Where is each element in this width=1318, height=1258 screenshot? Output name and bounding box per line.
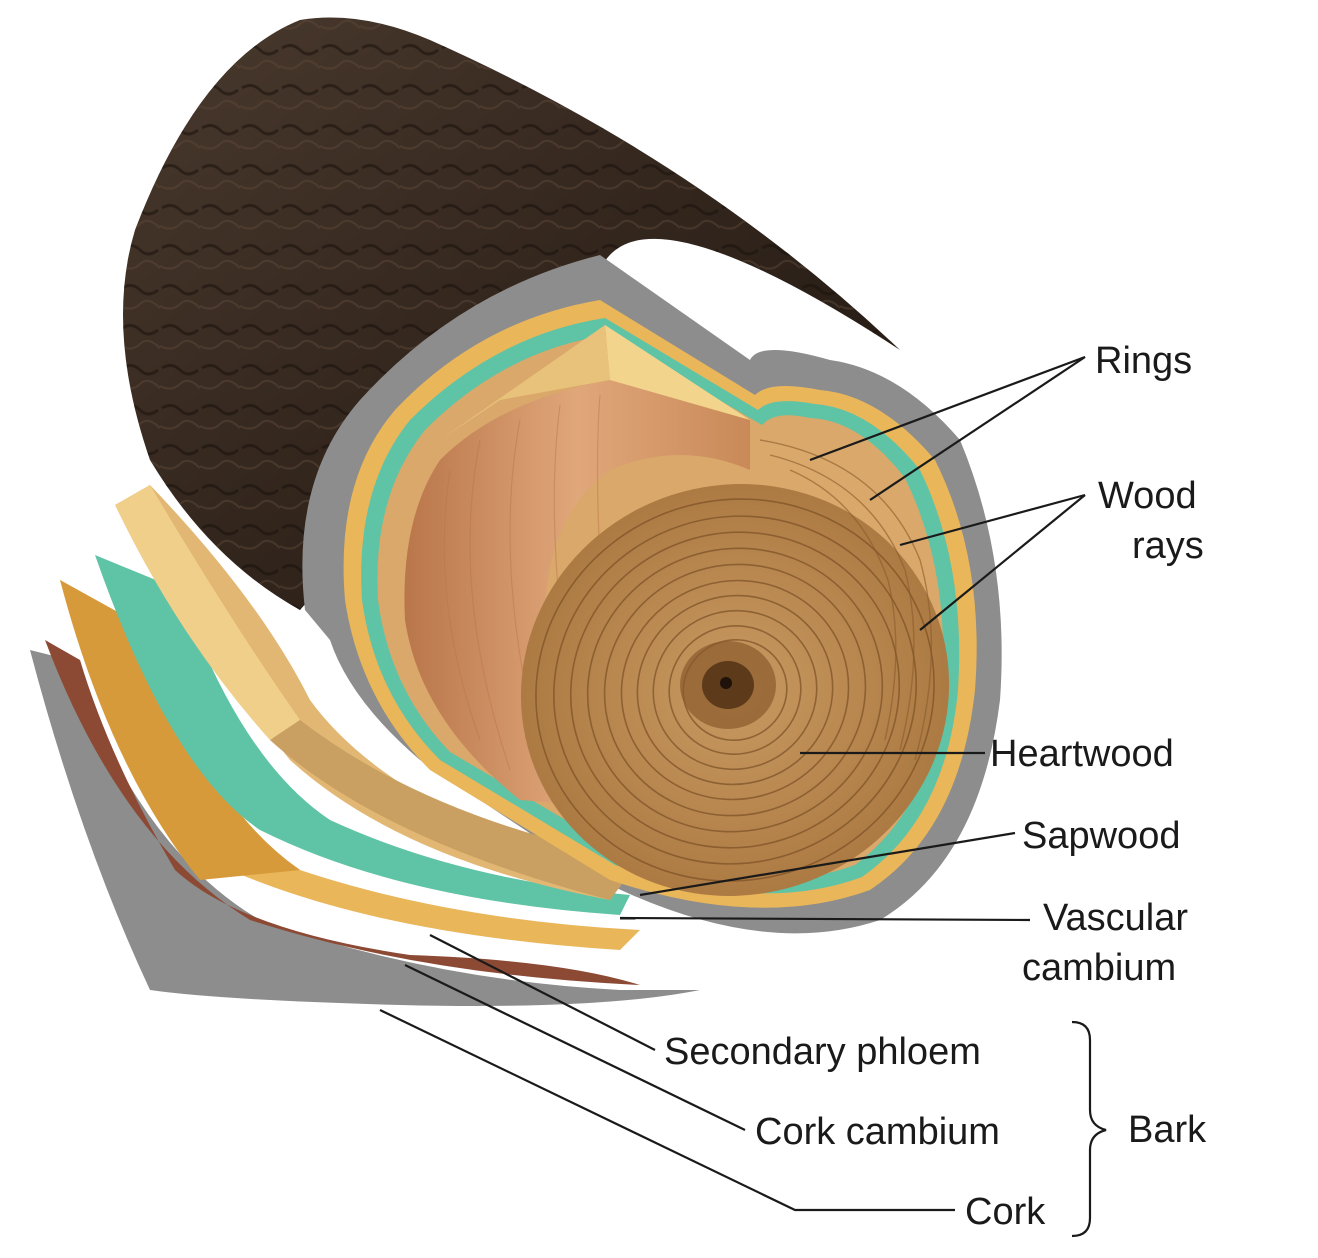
label-secondary-phloem: Secondary phloem bbox=[664, 1031, 981, 1073]
label-heartwood: Heartwood bbox=[990, 733, 1174, 775]
label-cork: Cork bbox=[965, 1191, 1046, 1233]
leader-lines bbox=[379, 355, 1086, 1212]
label-sapwood: Sapwood bbox=[1022, 815, 1180, 857]
end-face bbox=[520, 484, 950, 896]
label-vascular-cambium-line1: Vascular bbox=[1043, 897, 1188, 939]
label-wood-rays-line2: rays bbox=[1132, 525, 1204, 567]
label-rings: Rings bbox=[1095, 340, 1192, 382]
sapwood-rings bbox=[759, 439, 933, 761]
label-wood-rays-line1: Wood bbox=[1098, 475, 1197, 517]
label-bark: Bark bbox=[1128, 1109, 1207, 1151]
bark-bracket bbox=[1071, 1020, 1107, 1238]
label-vascular-cambium-line2: cambium bbox=[1022, 947, 1176, 989]
label-cork-cambium: Cork cambium bbox=[755, 1111, 1000, 1153]
peeled-layers bbox=[30, 485, 700, 1006]
pith bbox=[720, 677, 732, 689]
